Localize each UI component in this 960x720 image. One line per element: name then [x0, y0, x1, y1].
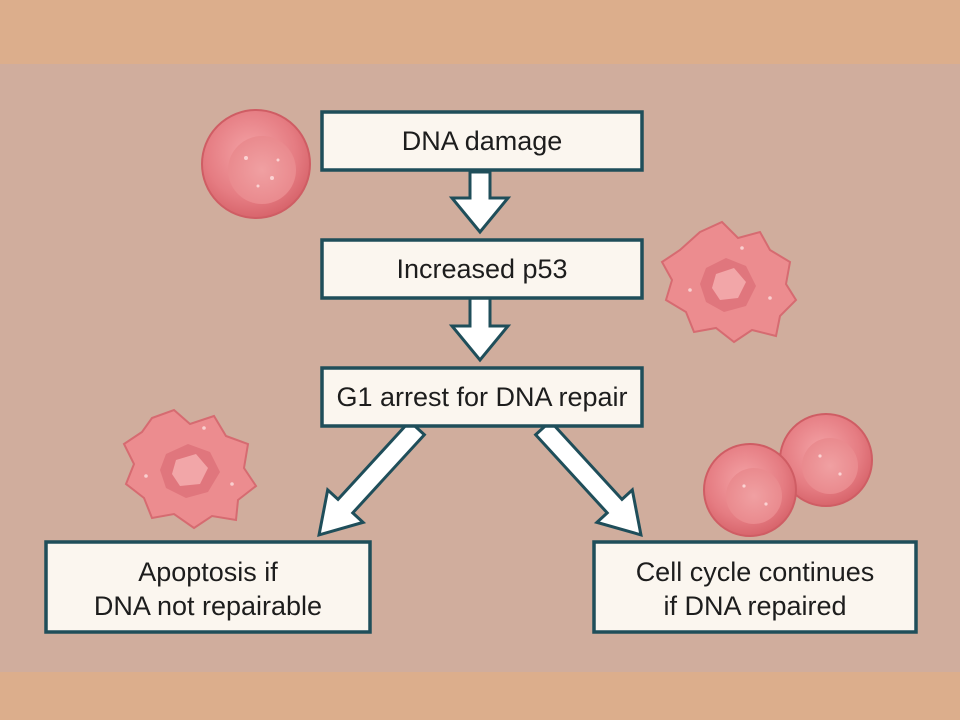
healthy-cell-right-back	[779, 413, 873, 507]
arrow-p53-to-arrest	[448, 296, 512, 363]
arrow-damage-to-p53	[448, 170, 512, 235]
outcome-right-line-2: if DNA repaired	[663, 591, 847, 621]
healthy-cell-top-left	[201, 109, 311, 219]
outcome-left-line-2: DNA not repairable	[93, 591, 323, 621]
step-1-box	[320, 110, 644, 172]
step-3-label: G1 arrest for DNA repair	[336, 382, 628, 412]
outcome-right-box	[592, 540, 918, 634]
bottom-band	[0, 672, 960, 720]
outcome-left-line-1: Apoptosis if	[138, 557, 278, 587]
step-1-label: DNA damage	[401, 126, 563, 156]
step-3-box	[320, 366, 644, 428]
step-2-label: Increased p53	[396, 254, 568, 284]
apoptotic-cell-right	[660, 220, 798, 344]
arrow-arrest-to-apoptosis	[317, 419, 427, 538]
outcome-left-box	[44, 540, 372, 634]
step-2-box	[320, 238, 644, 300]
outcome-right-line-1: Cell cycle continues	[635, 557, 875, 587]
top-band	[0, 0, 960, 64]
healthy-cell-right-front	[703, 443, 797, 537]
arrow-arrest-to-continue	[533, 419, 643, 538]
apoptotic-cell-left	[122, 408, 258, 530]
